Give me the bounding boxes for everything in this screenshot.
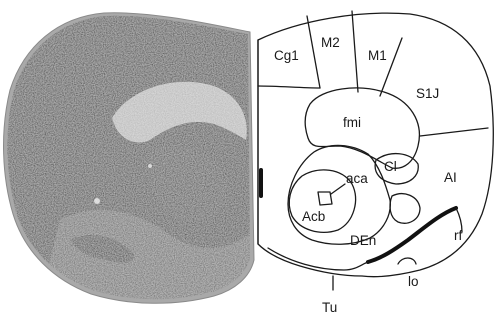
border-cg1-m2 bbox=[307, 16, 320, 88]
label-cg1: Cg1 bbox=[274, 48, 299, 63]
label-rf: rf bbox=[454, 228, 462, 243]
atlas-diagram: Cg1 M2 M1 S1J fmi Cl AI aca Acb DEn rf l… bbox=[258, 11, 493, 315]
border-cg1-lower bbox=[258, 86, 320, 88]
border-s1j-ai bbox=[420, 128, 488, 136]
border-m1-s1j bbox=[380, 38, 402, 96]
label-fmi: fmi bbox=[343, 115, 361, 130]
label-ai: AI bbox=[444, 170, 457, 185]
small-light-spot bbox=[94, 198, 100, 204]
anterior-commissure-box bbox=[318, 192, 332, 205]
aca-leader bbox=[331, 184, 345, 194]
label-aca: aca bbox=[346, 171, 368, 186]
ventral-contour bbox=[268, 248, 368, 270]
forceps-minor-outline bbox=[305, 88, 419, 168]
label-den: DEn bbox=[350, 233, 376, 248]
lo-loop bbox=[398, 258, 416, 264]
small-light-spot-2 bbox=[148, 164, 152, 168]
label-lo: lo bbox=[408, 274, 419, 289]
label-m2: M2 bbox=[321, 35, 340, 50]
stained-section bbox=[0, 0, 260, 323]
label-s1j: S1J bbox=[416, 86, 439, 101]
rhinal-fissure-line bbox=[368, 208, 456, 262]
border-m2-m1 bbox=[352, 11, 358, 92]
label-tu: Tu bbox=[322, 300, 337, 315]
label-m1: M1 bbox=[368, 48, 387, 63]
label-acb: Acb bbox=[302, 209, 325, 224]
den-outline bbox=[390, 194, 420, 224]
label-cl: Cl bbox=[384, 159, 397, 174]
